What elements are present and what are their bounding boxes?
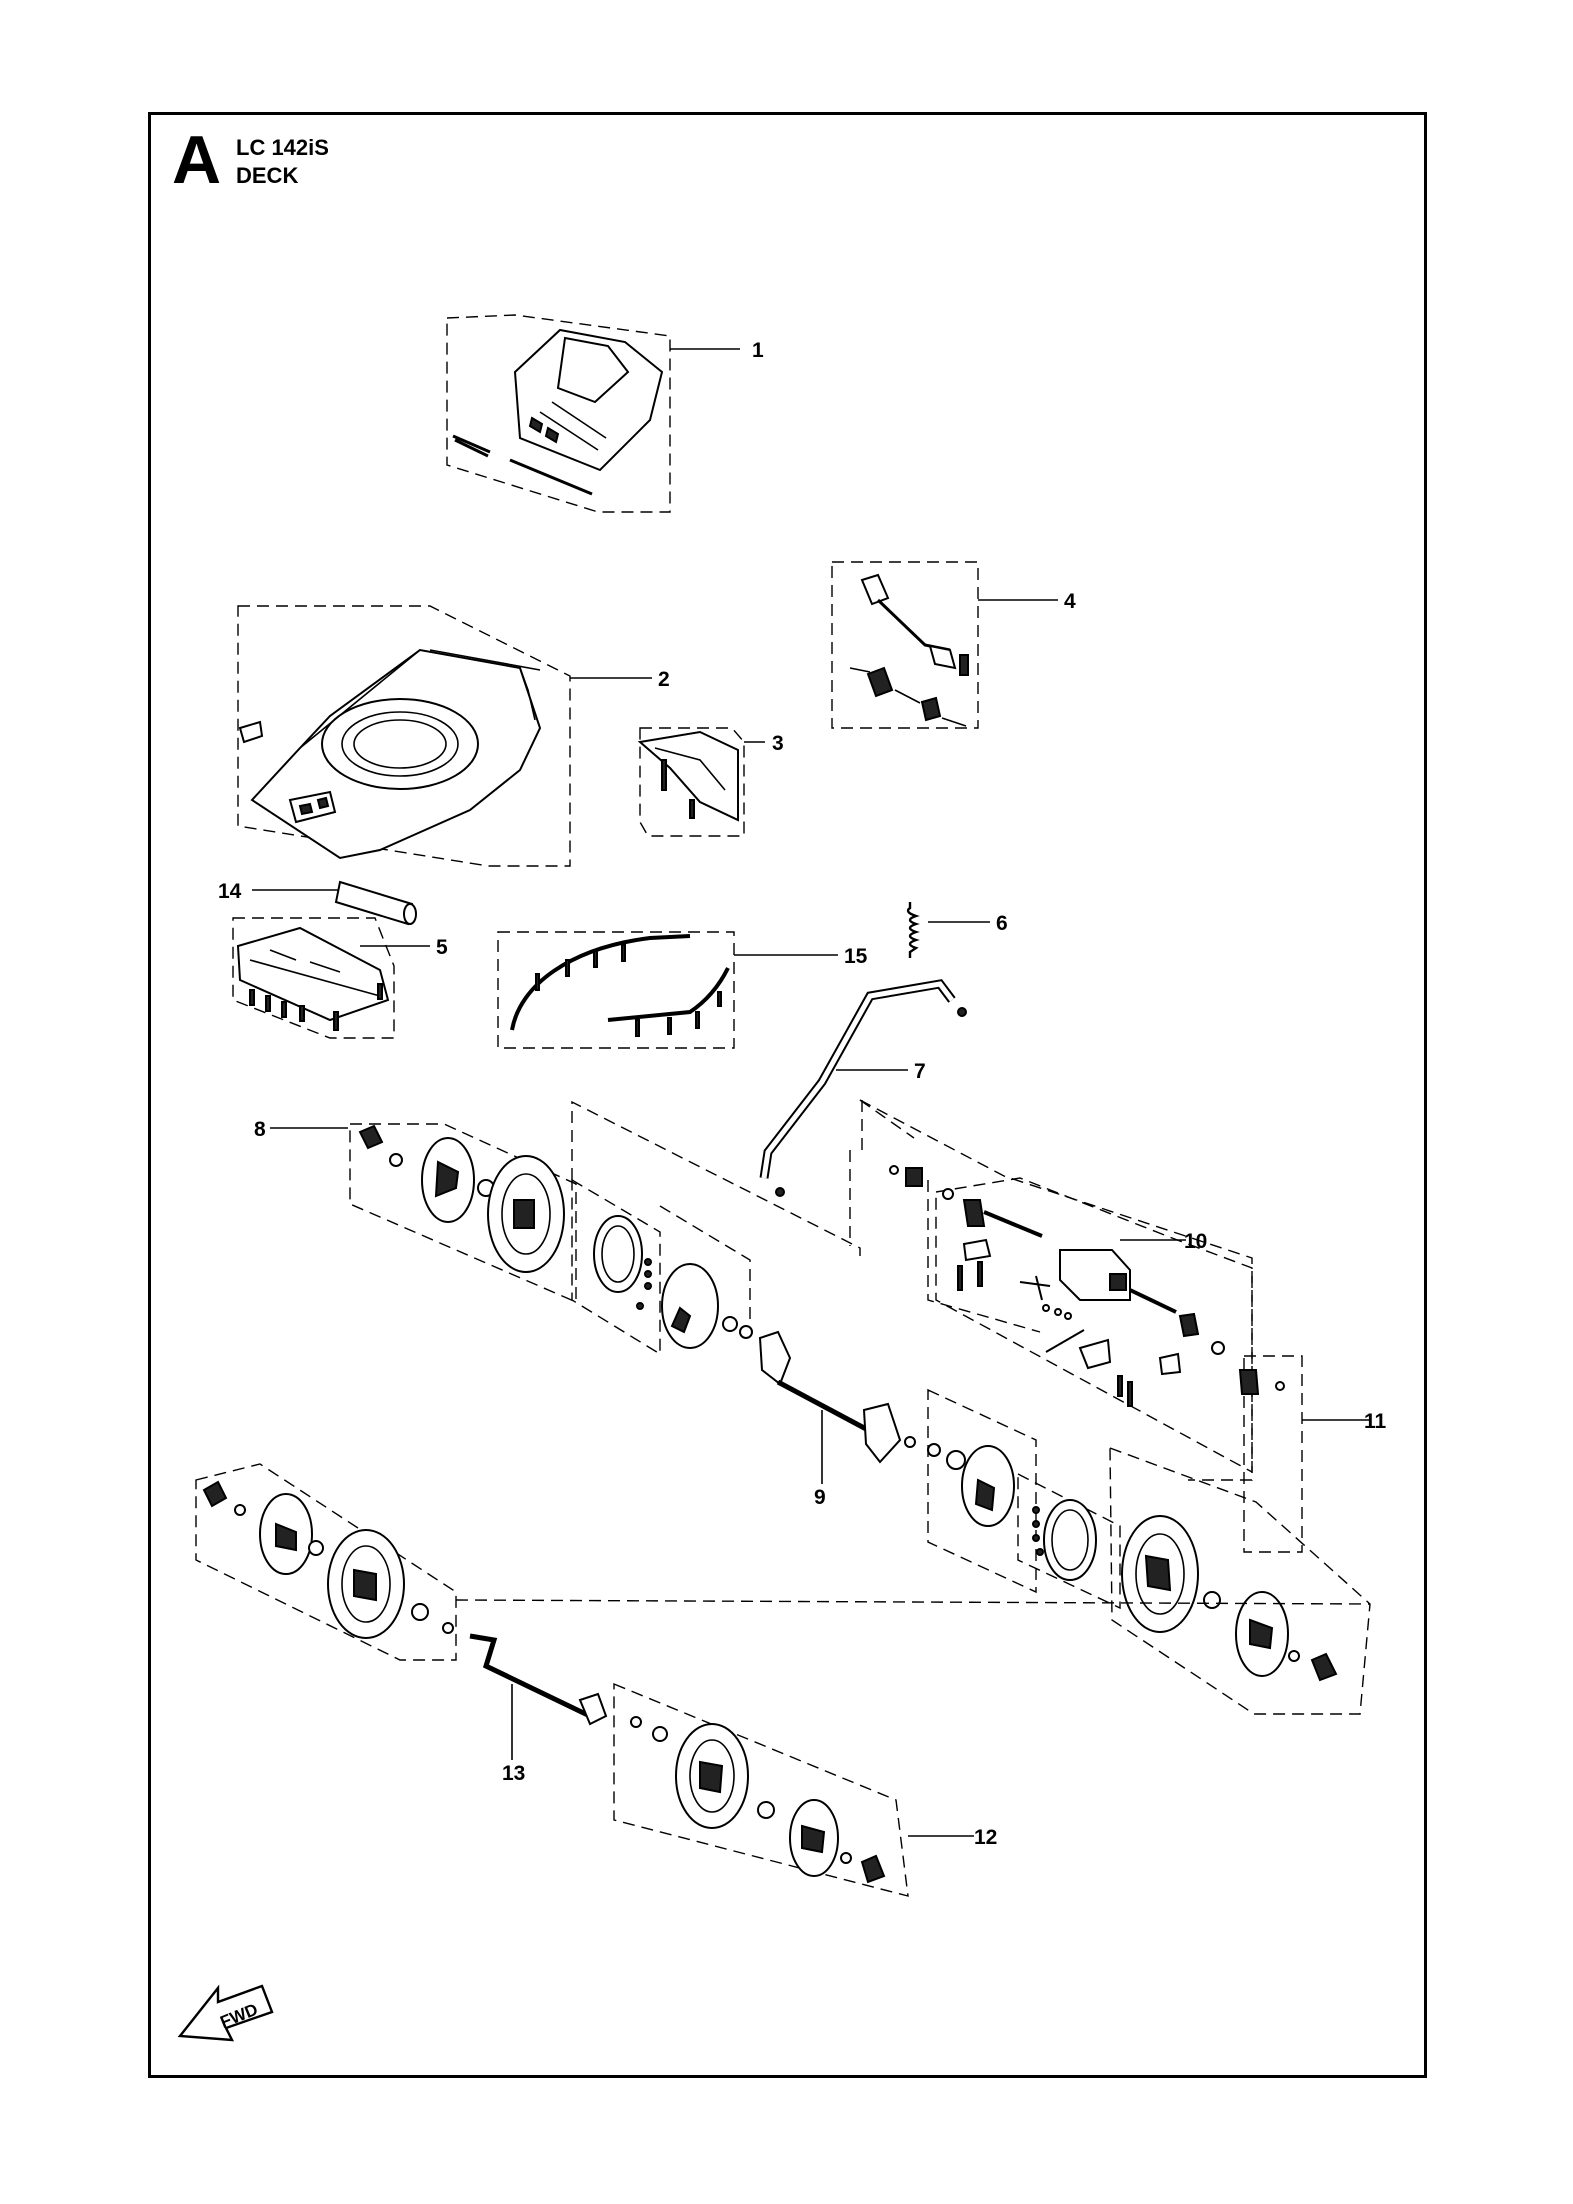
callout-13: 13 [502,1762,525,1785]
callout-10: 10 [1184,1230,1207,1253]
part-5-bracket[interactable] [232,917,430,1039]
callout-9: 9 [814,1486,826,1509]
callout-8: 8 [254,1118,266,1141]
part-3-deflector[interactable] [637,727,765,837]
callout-1: 1 [752,339,764,362]
callout-3: 3 [772,732,784,755]
callout-labels: 1 2 3 4 5 6 7 8 9 10 11 12 13 14 15 [218,339,1387,1849]
callout-7: 7 [914,1060,926,1083]
model-name: LC 142iS [236,135,329,160]
rear-disc-group[interactable] [927,1388,1121,1610]
drawing-frame [148,112,1427,2078]
part-6-spring[interactable] [906,902,990,958]
part-9-axle-bracket[interactable] [758,1330,966,1484]
part-11-gear-group[interactable] [1238,1355,1370,1553]
callout-5: 5 [436,936,448,959]
part-1-cover[interactable] [446,314,740,513]
section-letter: A [172,122,222,198]
callout-14: 14 [218,880,242,903]
front-ring-group[interactable] [571,1178,753,1356]
callout-11: 11 [1364,1410,1387,1433]
part-15-rails[interactable] [497,931,838,1049]
callout-2: 2 [658,668,670,691]
part-2-deck[interactable] [237,605,652,867]
callout-6: 6 [996,912,1008,935]
part-13-rear-axle[interactable] [455,1599,1371,1760]
part-14-roller[interactable] [252,880,417,926]
left-rear-wheel-group[interactable] [195,1463,457,1661]
fwd-arrow-icon: FWD [177,1984,274,2042]
callout-15: 15 [844,945,868,968]
group-name: DECK [236,163,299,188]
callout-12: 12 [974,1826,997,1849]
callout-4: 4 [1064,590,1076,613]
part-4-lever[interactable] [831,561,1058,729]
part-8-front-wheel[interactable] [270,1123,577,1304]
transmission-shell-group [571,1099,915,1320]
part-10-motor[interactable] [859,1099,1253,1481]
part-12-rear-wheel[interactable] [613,1682,974,1897]
rear-wheel-group[interactable] [1109,1446,1371,1715]
part-7-bar[interactable] [759,979,967,1197]
